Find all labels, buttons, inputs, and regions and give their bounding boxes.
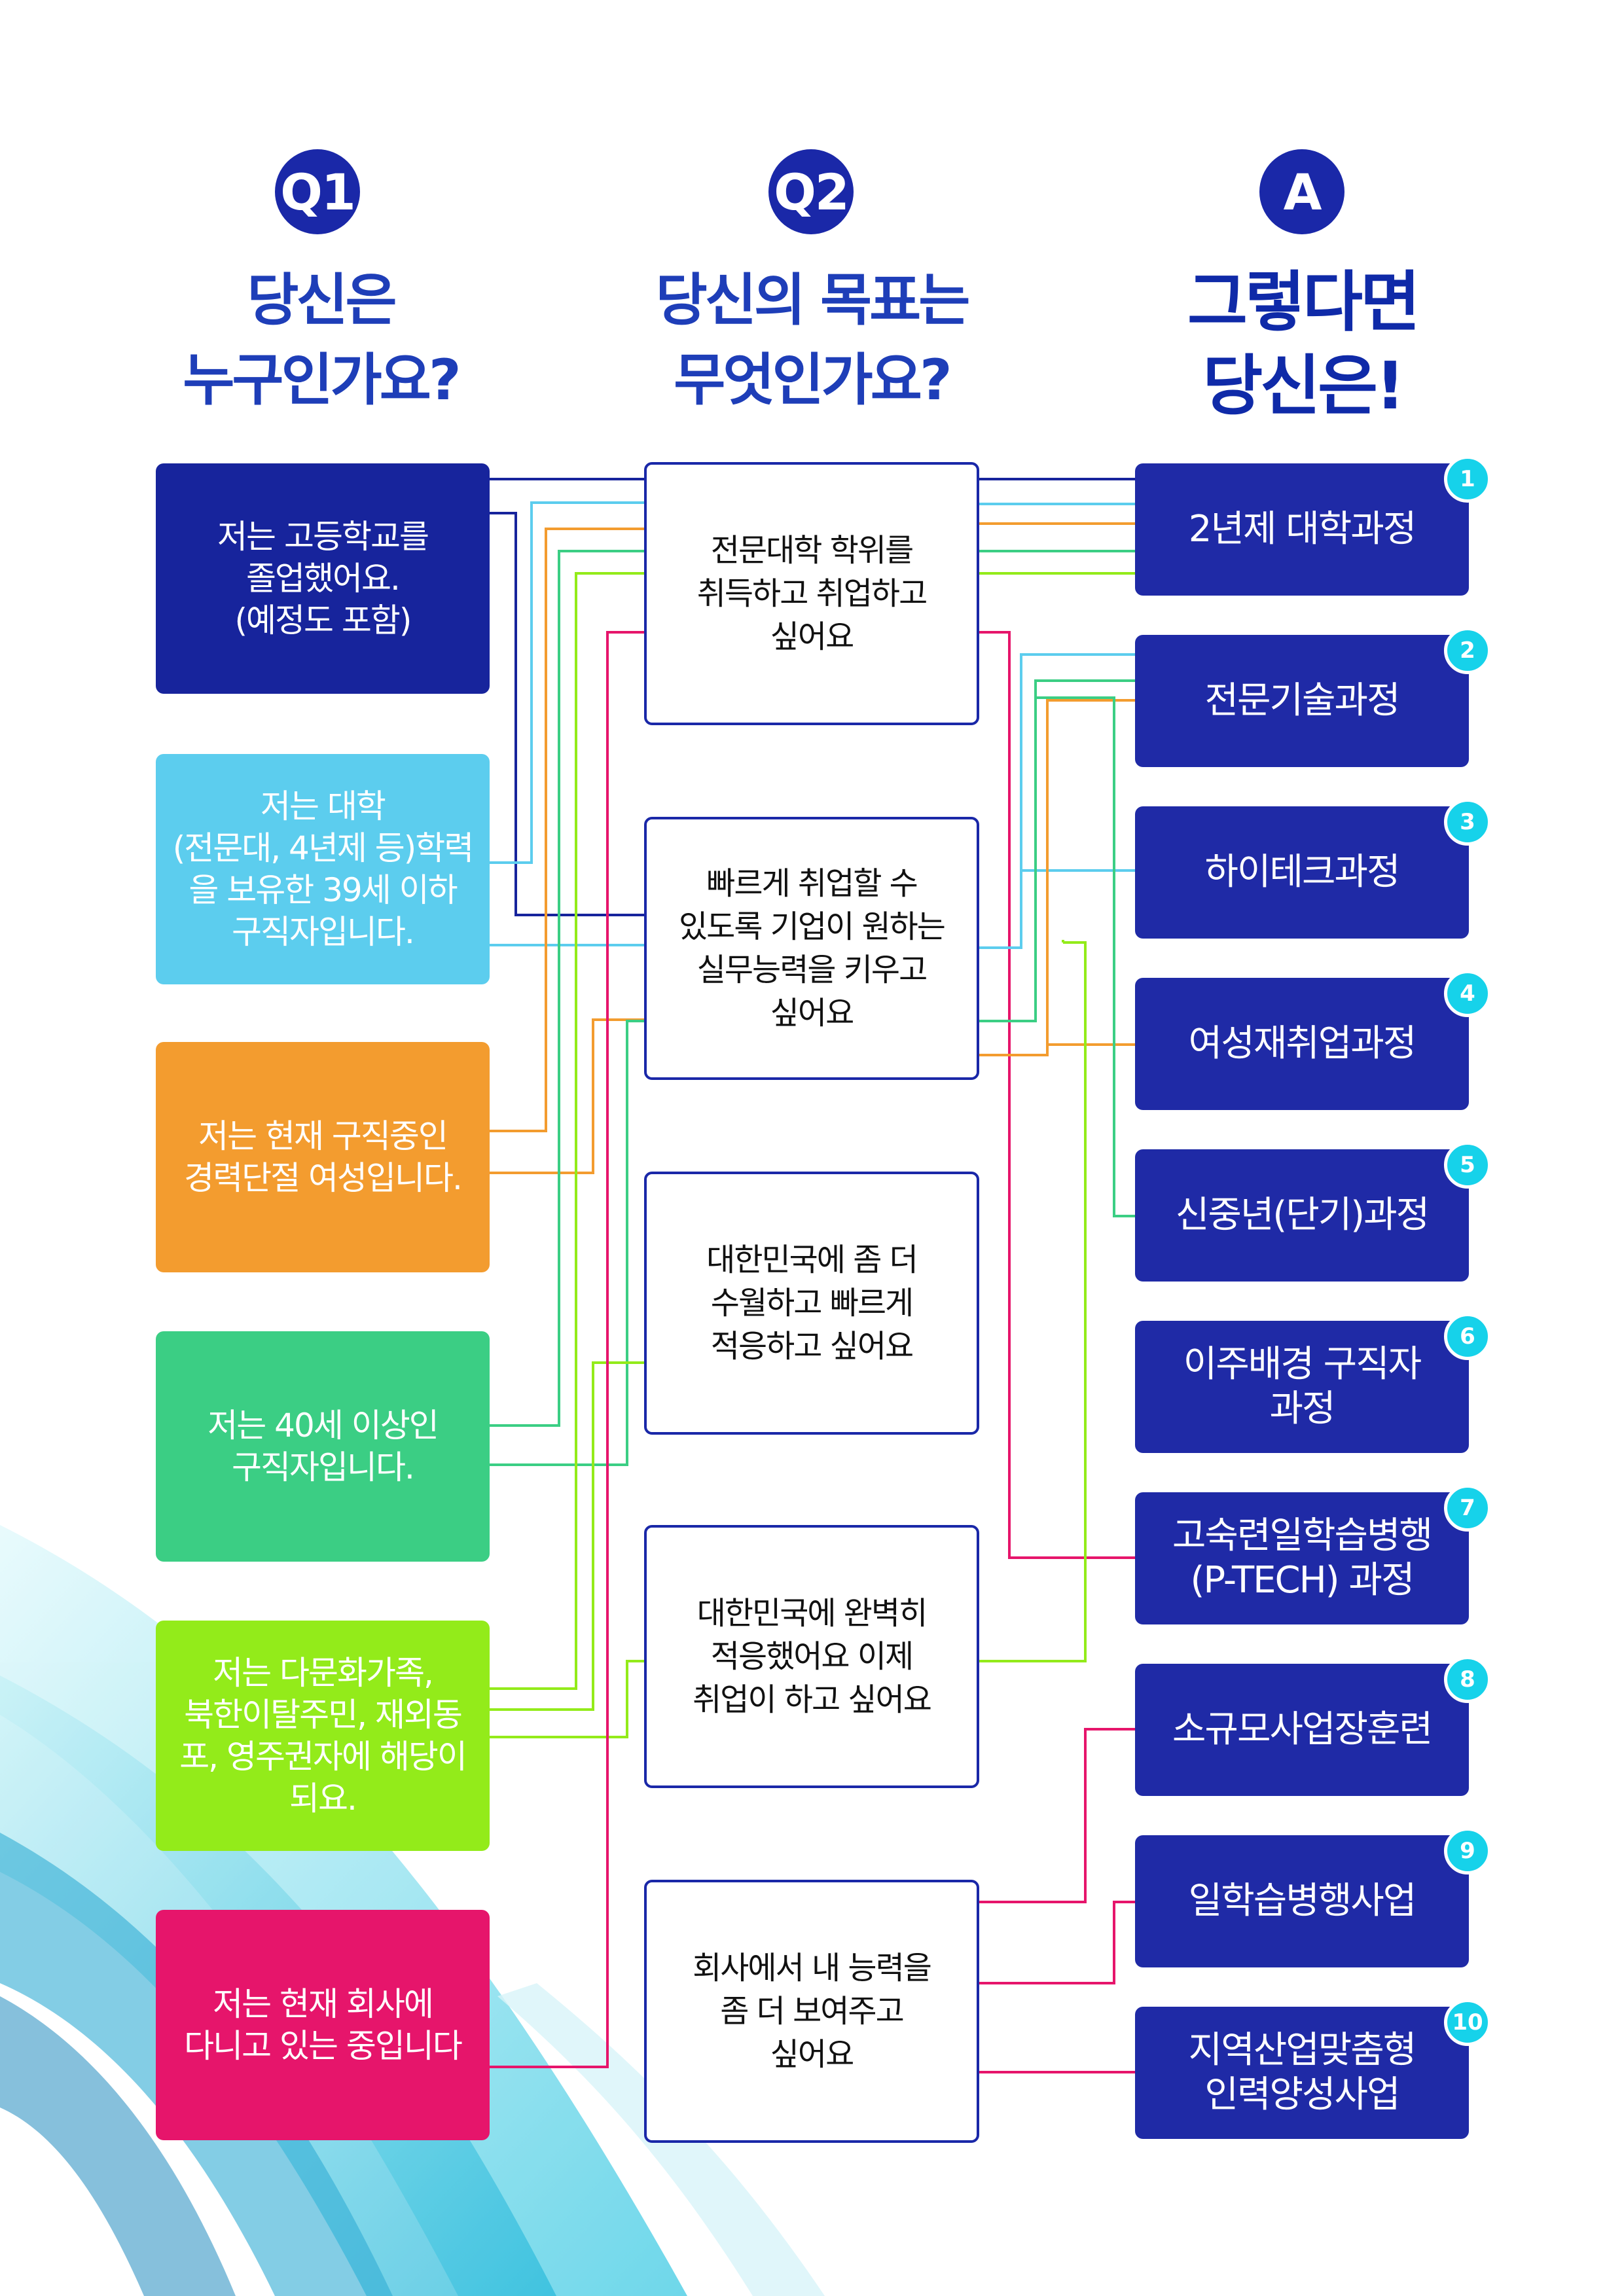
connector-line	[979, 631, 1146, 1559]
connector-line	[490, 528, 655, 1132]
answer-box-work-learning[interactable]: 일학습병행사업	[1135, 1835, 1469, 1967]
answer-box-migrant-jobseeker[interactable]: 이주배경 구직자 과정	[1135, 1321, 1469, 1453]
answer-box-new-middle-age[interactable]: 신중년(단기)과정	[1135, 1149, 1469, 1282]
connector-line	[490, 512, 655, 916]
answer-badge: A	[1259, 149, 1344, 234]
q1-badge: Q1	[275, 149, 360, 234]
q2-badge: Q2	[768, 149, 854, 234]
connector-line	[1036, 696, 1146, 1217]
answer-number-badge: 4	[1444, 970, 1491, 1017]
goal-box-show-ability[interactable]: 회사에서 내 능력을 좀 더 보여주고 싶어요	[644, 1880, 979, 2143]
who-box-employed[interactable]: 저는 현재 회사에 다니고 있는 중입니다	[156, 1910, 490, 2140]
connector-line	[490, 1020, 655, 1466]
connector-line	[490, 550, 655, 1427]
answer-number-badge: 1	[1444, 456, 1491, 503]
who-box-age-40-plus[interactable]: 저는 40세 이상인 구직자입니다.	[156, 1331, 490, 1562]
connector-line	[490, 572, 655, 1690]
connector-line	[979, 1901, 1146, 1984]
answer-number-badge: 5	[1444, 1141, 1491, 1189]
answer-number-badge: 9	[1444, 1827, 1491, 1874]
connector-line	[979, 699, 1146, 1056]
answer-number-badge: 3	[1444, 798, 1491, 846]
answer-box-hightech-course[interactable]: 하이테크과정	[1135, 806, 1469, 939]
answer-number-badge: 8	[1444, 1656, 1491, 1703]
answer-number-badge: 7	[1444, 1484, 1491, 1532]
connector-line	[490, 1361, 655, 1711]
answer-title: 그렇다면 당신은!	[1187, 264, 1420, 424]
connector-line	[979, 1728, 1146, 1903]
answer-number-badge: 2	[1444, 627, 1491, 674]
answer-box-2yr-college[interactable]: 2년제 대학과정	[1135, 463, 1469, 596]
goal-box-college-degree[interactable]: 전문대학 학위를 취득하고 취업하고 싶어요	[644, 462, 979, 725]
answer-box-regional-industry[interactable]: 지역산업맞춤형 인력양성사업	[1135, 2007, 1469, 2139]
q1-title: 당신은 누구인가요?	[183, 268, 461, 413]
connector-line	[490, 1018, 655, 1174]
goal-box-adapted-employment[interactable]: 대한민국에 완벽히 적응했어요 이제 취업이 하고 싶어요	[644, 1525, 979, 1788]
who-box-college-graduate[interactable]: 저는 대학 (전문대, 4년제 등)학력 을 보유한 39세 이하 구직자입니다…	[156, 754, 490, 984]
answer-box-women-reemployment[interactable]: 여성재취업과정	[1135, 978, 1469, 1110]
who-box-multicultural[interactable]: 저는 다문화가족, 북한이탈주민, 재외동 포, 영주권자에 해당이 되요.	[156, 1621, 490, 1851]
answer-box-ptech[interactable]: 고숙련일학습병행 (P-TECH) 과정	[1135, 1492, 1469, 1624]
connector-line	[490, 1660, 655, 1738]
who-box-high-school-graduate[interactable]: 저는 고등학교를 졸업했어요. (예정도 포함)	[156, 463, 490, 694]
q2-title: 당신의 목표는 무엇인가요?	[655, 268, 971, 413]
answer-number-badge: 10	[1444, 1999, 1491, 2046]
answer-box-technical-course[interactable]: 전문기술과정	[1135, 635, 1469, 767]
goal-box-adapt-korea[interactable]: 대한민국에 좀 더 수월하고 빠르게 적응하고 싶어요	[644, 1172, 979, 1435]
connector-line	[490, 631, 655, 2068]
connector-line	[490, 501, 655, 864]
who-box-career-break-woman[interactable]: 저는 현재 구직중인 경력단절 여성입니다.	[156, 1042, 490, 1272]
connector-line	[979, 653, 1146, 949]
answer-box-small-business-training[interactable]: 소규모사업장훈련	[1135, 1664, 1469, 1796]
answer-number-badge: 6	[1444, 1313, 1491, 1360]
goal-box-practical-skills[interactable]: 빠르게 취업할 수 있도록 기업이 원하는 실무능력을 키우고 싶어요	[644, 817, 979, 1080]
connector-line	[979, 679, 1146, 1022]
connector-line	[979, 941, 1087, 1662]
